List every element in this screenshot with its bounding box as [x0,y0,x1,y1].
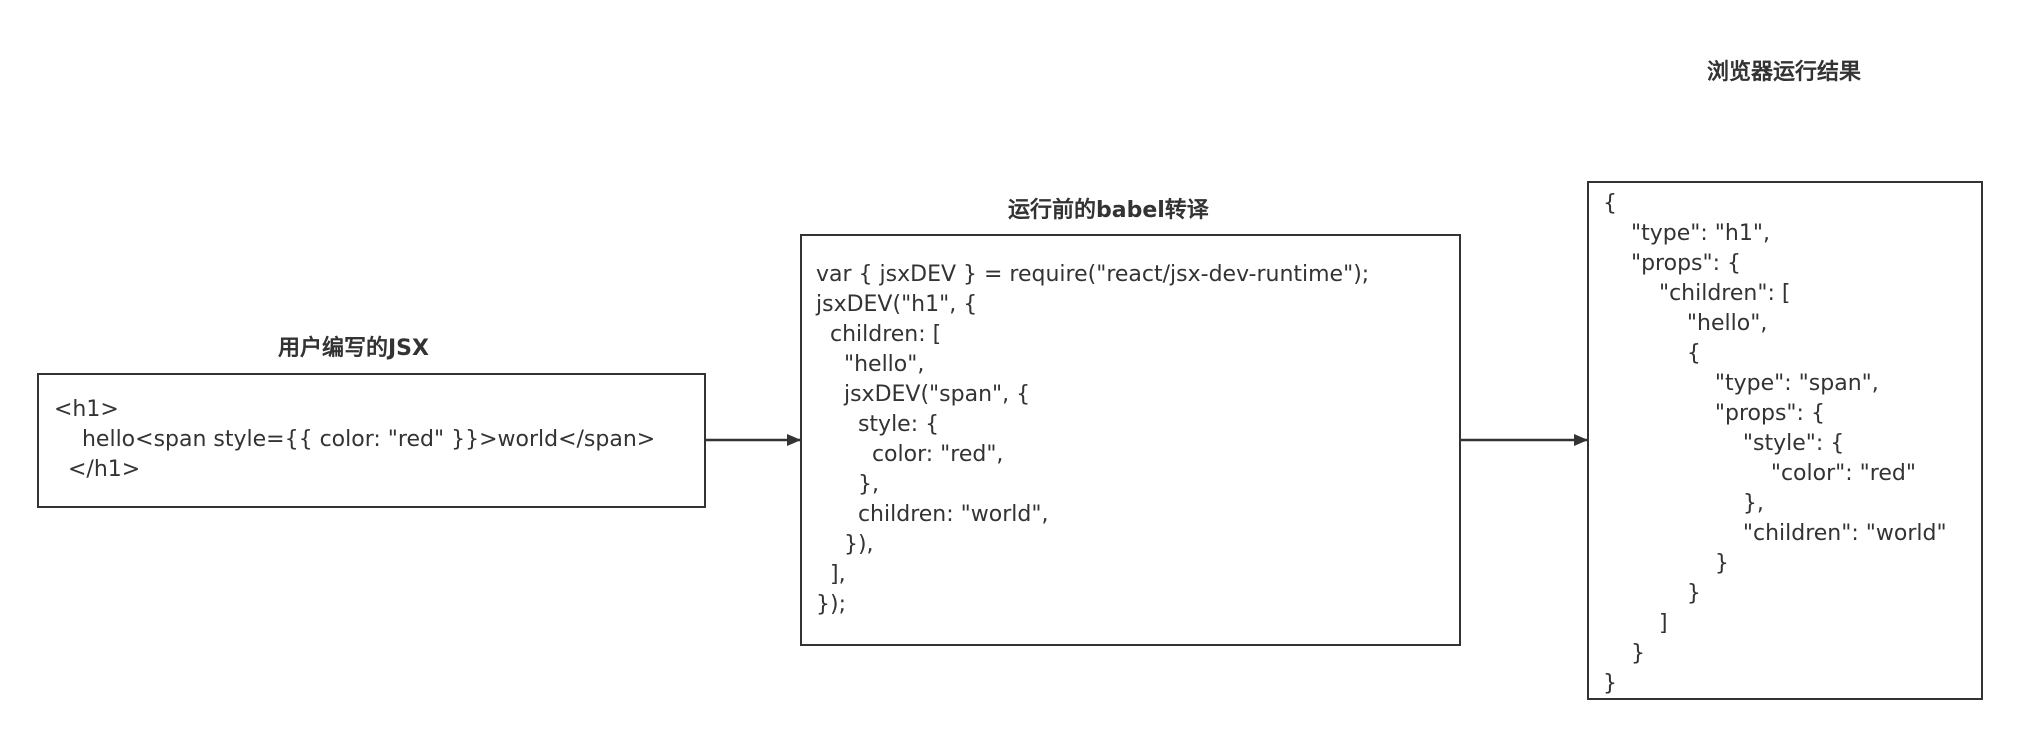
result-node-box: { "type": "h1", "props": { "children": [… [1587,181,1983,700]
jsx-node-title: 用户编写的JSX [278,336,429,361]
babel-node-box: var { jsxDEV } = require("react/jsx-dev-… [800,234,1461,646]
jsx-node-box: <h1> hello<span style={{ color: "red" }}… [37,373,706,508]
result-node-title: 浏览器运行结果 [1707,60,1862,85]
jsx-node-code: <h1> hello<span style={{ color: "red" }}… [54,397,656,482]
result-node-code: { "type": "h1", "props": { "children": [… [1603,191,1947,696]
babel-node-title: 运行前的babel转译 [1008,198,1209,223]
babel-node-code: var { jsxDEV } = require("react/jsx-dev-… [816,262,1370,617]
